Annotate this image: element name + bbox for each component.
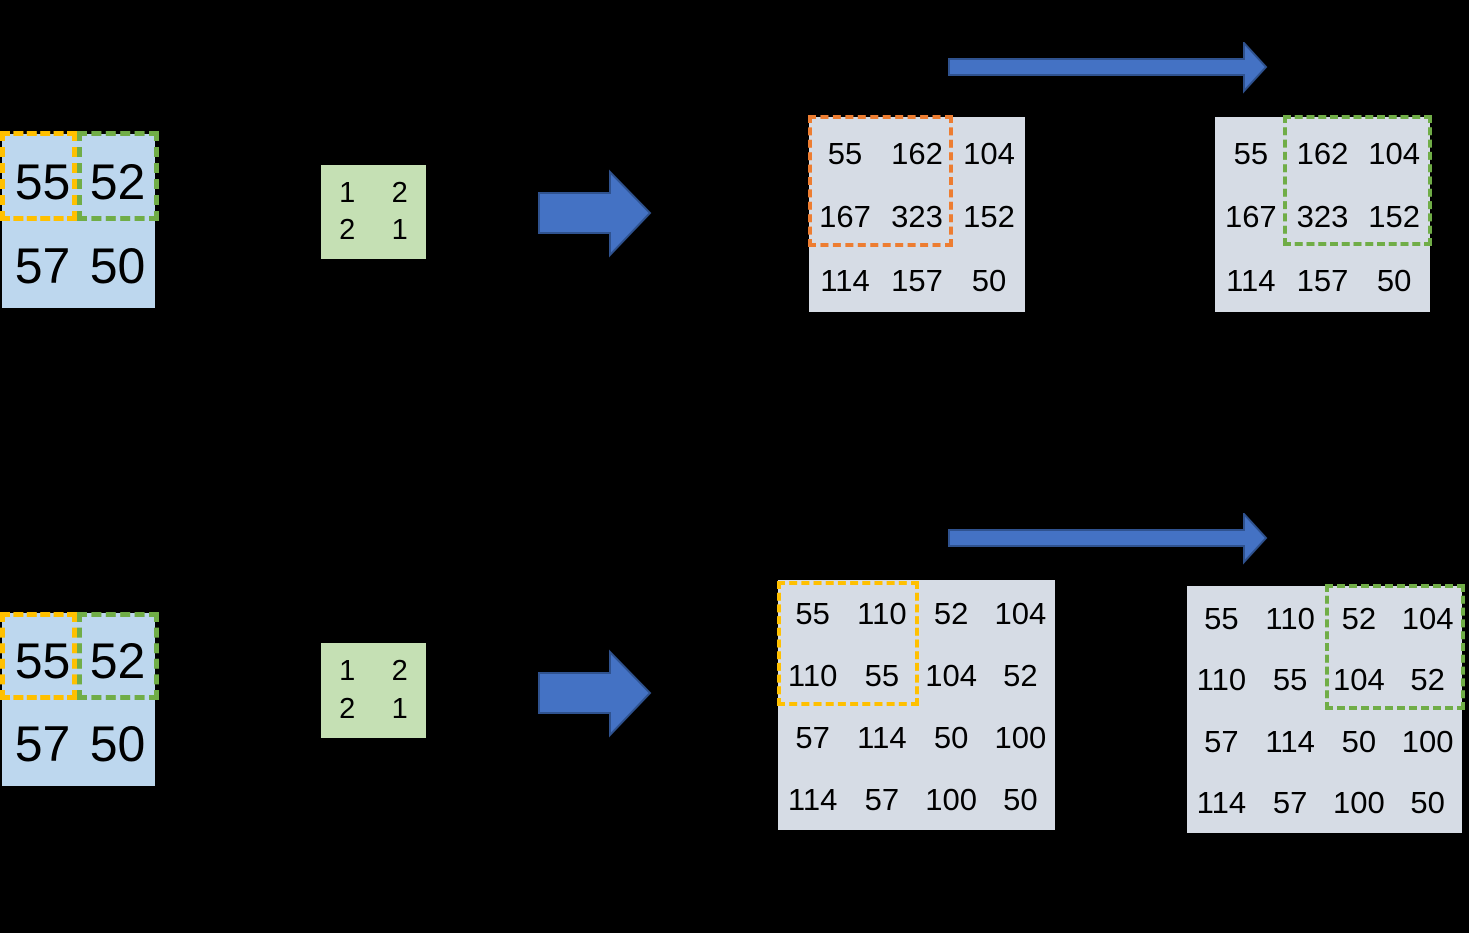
matrix-cell: 55 <box>1272 662 1308 698</box>
matrix-cell: 1 <box>339 655 356 688</box>
matrix-cell: 52 <box>933 595 969 631</box>
matrix-cell: 100 <box>994 719 1047 755</box>
matrix-cell: 100 <box>1401 723 1454 759</box>
matrix-cell: 57 <box>1204 723 1239 759</box>
matrix-cell: 114 <box>820 262 870 298</box>
matrix-cell: 110 <box>857 595 907 631</box>
matrix-cell: 50 <box>1341 723 1377 759</box>
matrix-cell: 52 <box>1003 657 1038 693</box>
matrix-cell: 52 <box>1410 662 1445 698</box>
matrix-cell: 104 <box>1368 136 1421 172</box>
matrix-cell: 114 <box>1196 784 1247 820</box>
matrix-cell: 50 <box>1376 262 1412 298</box>
matrix-cell: 110 <box>1196 662 1247 698</box>
matrix-cell: 114 <box>1265 723 1315 759</box>
arrow-right-icon-bottom-long <box>948 513 1268 565</box>
matrix-cell: 57 <box>795 719 830 755</box>
matrix-cell: 57 <box>864 781 900 817</box>
matrix-cell: 55 <box>14 154 71 210</box>
matrix-cell: 2 <box>391 177 408 209</box>
matrix-cell: 55 <box>795 595 830 631</box>
matrix-cell: 50 <box>971 262 1007 298</box>
matrix-cell: 100 <box>1333 784 1385 820</box>
matrix-cell: 167 <box>1224 199 1277 235</box>
matrix-cell: 157 <box>891 262 943 298</box>
matrix-cell: 52 <box>89 632 146 689</box>
matrix-cell: 1 <box>339 177 356 209</box>
matrix-cell: 55 <box>14 632 71 689</box>
matrix-cell: 110 <box>787 657 838 693</box>
matrix-cell: 57 <box>14 238 71 294</box>
matrix-cell: 2 <box>391 655 408 688</box>
matrix-cell: 104 <box>1333 662 1385 698</box>
matrix-cell: 104 <box>994 595 1047 631</box>
matrix-cell: 152 <box>963 199 1015 235</box>
matrix-cell: 104 <box>1401 601 1454 637</box>
matrix-cell: 114 <box>787 781 838 817</box>
highlight-yellow-bottom-input <box>0 612 77 700</box>
matrix-cell: 162 <box>1296 136 1349 172</box>
arrow-right-icon-top <box>538 169 652 258</box>
matrix-cell: 114 <box>857 719 907 755</box>
matrix-cell: 157 <box>1296 262 1349 298</box>
arrow-right-icon-bottom <box>538 649 652 738</box>
matrix-cell: 50 <box>1410 784 1445 820</box>
highlight-yellow-top-input <box>0 131 77 221</box>
kernel-matrix-top: 1 2 2 1 <box>321 165 426 259</box>
matrix-cell: 104 <box>963 136 1015 172</box>
conv-output-matrix-stage1: 55 162 104 167 323 152 114 157 50 <box>809 117 1025 312</box>
matrix-cell: 50 <box>933 719 969 755</box>
matrix-cell: 52 <box>89 154 146 210</box>
matrix-cell: 104 <box>925 657 977 693</box>
kernel-matrix-bottom: 1 2 2 1 <box>321 643 426 738</box>
matrix-cell: 2 <box>339 692 356 725</box>
highlight-green-conv-output <box>1283 115 1432 246</box>
matrix-cell: 162 <box>891 136 943 172</box>
matrix-cell: 57 <box>14 716 71 773</box>
matrix-cell: 167 <box>819 199 871 235</box>
matrix-cell: 50 <box>89 238 146 294</box>
highlight-green-bottom-input <box>77 612 159 700</box>
matrix-cell: 57 <box>1272 784 1308 820</box>
matrix-cell: 52 <box>1341 601 1377 637</box>
highlight-yellow-deconv-output <box>777 581 919 706</box>
matrix-cell: 55 <box>1204 601 1239 637</box>
matrix-cell: 114 <box>1226 262 1276 298</box>
matrix-cell: 323 <box>1296 199 1349 235</box>
matrix-cell: 50 <box>89 716 146 773</box>
conv-output-matrix-stage2: 55 162 104 167 323 152 114 157 50 <box>1215 117 1430 312</box>
matrix-cell: 1 <box>391 214 408 246</box>
arrow-right-icon-top-long <box>948 42 1268 94</box>
matrix-cell: 2 <box>339 214 356 246</box>
matrix-cell: 55 <box>864 657 900 693</box>
matrix-cell: 50 <box>1003 781 1038 817</box>
highlight-green-top-input <box>77 131 159 221</box>
highlight-orange-conv-output <box>808 115 953 247</box>
highlight-green-deconv-output <box>1325 584 1465 710</box>
matrix-cell: 110 <box>1265 601 1315 637</box>
matrix-cell: 100 <box>925 781 977 817</box>
matrix-cell: 323 <box>891 199 943 235</box>
matrix-cell: 55 <box>1233 136 1269 172</box>
matrix-cell: 152 <box>1368 199 1421 235</box>
matrix-cell: 55 <box>827 136 863 172</box>
matrix-cell: 1 <box>391 692 408 725</box>
